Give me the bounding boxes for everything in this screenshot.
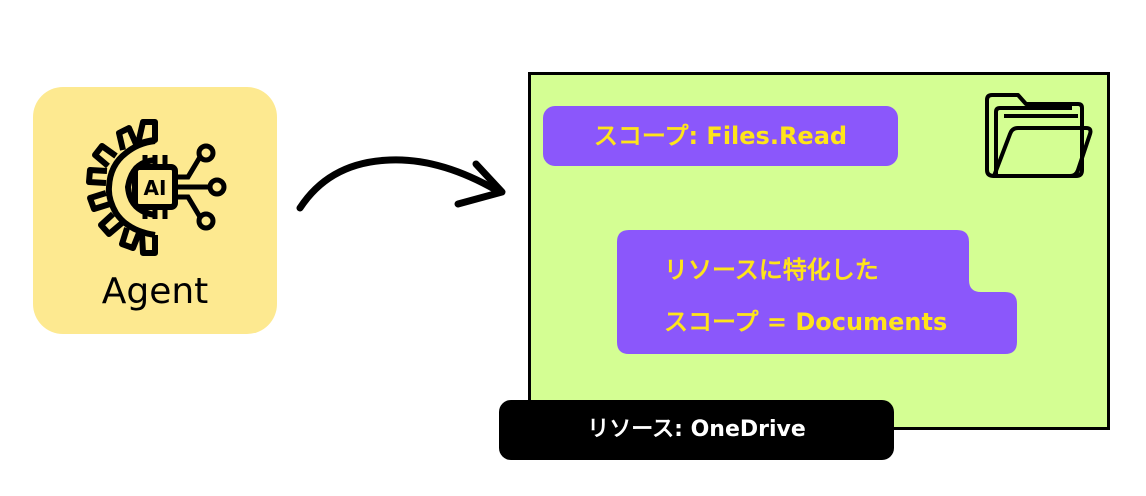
folder-icon [985,93,1093,178]
specific-scope-line2: スコープ = Documents [664,308,948,336]
svg-text:AI: AI [144,176,167,200]
scope-label: スコープ: Files.Read [543,106,898,166]
specific-scope-line1: リソースに特化した [664,256,879,284]
flow-arrow [296,156,506,212]
resource-label: リソース: OneDrive [499,400,894,460]
agent-card: AI Agent [33,87,277,334]
specific-scope-background [617,230,1017,354]
ai-gear-icon: AI [86,119,227,256]
agent-label: Agent [101,271,209,312]
